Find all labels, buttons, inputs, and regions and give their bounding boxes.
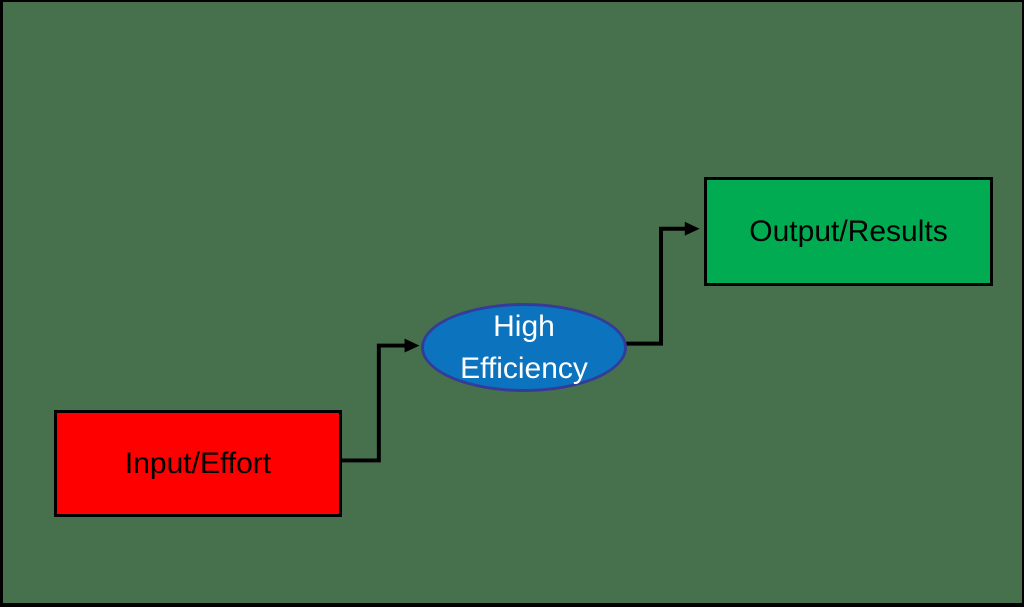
node-high-efficiency-label-line1: High xyxy=(493,309,555,343)
connector-efficiency-to-output xyxy=(623,226,686,346)
arrowhead-efficiency-to-output-icon xyxy=(684,221,700,236)
node-output-results: Output/Results xyxy=(704,177,993,286)
node-high-efficiency-label-line2: Efficiency xyxy=(460,351,588,385)
node-output-results-label: Output/Results xyxy=(749,214,948,248)
node-input-effort-label: Input/Effort xyxy=(124,446,272,480)
connector-layer xyxy=(341,221,700,463)
node-high-efficiency: High Efficiency xyxy=(421,303,627,392)
arrowhead-input-to-efficiency-icon xyxy=(404,338,420,353)
connector-input-to-efficiency xyxy=(341,343,406,463)
node-input-effort: Input/Effort xyxy=(54,410,342,517)
